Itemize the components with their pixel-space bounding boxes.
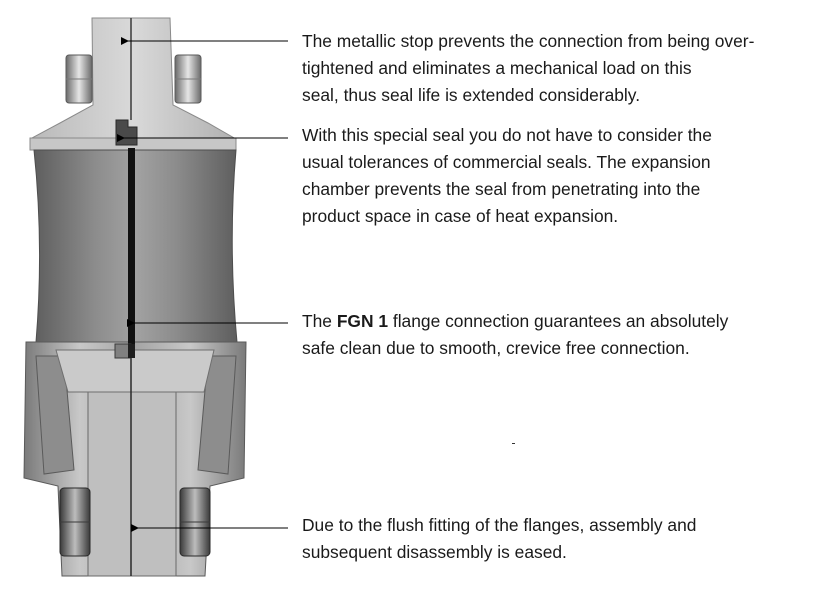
callout-text: The (302, 311, 337, 331)
flange-body (33, 149, 238, 343)
flange-seam (128, 18, 135, 576)
callout-line: usual tolerances of commercial seals. Th… (302, 152, 711, 172)
callout-special-seal: With this special seal you do not have t… (302, 122, 830, 230)
upper-left-hex-nut-icon (65, 54, 93, 104)
callout-line: seal, thus seal life is extended conside… (302, 85, 641, 105)
callout-fgn1-connection: The FGN 1 flange connection guarantees a… (302, 308, 830, 362)
callout-metallic-stop: The metallic stop prevents the connectio… (302, 28, 830, 109)
callout-line: product space in case of heat expansion. (302, 206, 619, 226)
upper-right-hex-nut-icon (174, 54, 202, 104)
callout-line: chamber prevents the seal from penetrati… (302, 179, 701, 199)
callout-line: tightened and eliminates a mechanical lo… (302, 58, 692, 78)
product-name: FGN 1 (336, 311, 389, 331)
callout-text: flange connection guarantees an absolute… (388, 311, 729, 331)
callout-line: With this special seal you do not have t… (302, 125, 712, 145)
clamp-ring (23, 341, 247, 577)
stray-mark (512, 443, 515, 444)
callout-line: Due to the flush fitting of the flanges,… (302, 515, 697, 535)
expansion-chamber (114, 343, 135, 359)
callout-line: The metallic stop prevents the connectio… (302, 31, 755, 51)
lower-left-hex-nut-icon (59, 487, 91, 557)
lower-right-hex-nut-icon (179, 487, 211, 557)
callout-flush-fitting: Due to the flush fitting of the flanges,… (302, 512, 830, 566)
callout-line: safe clean due to smooth, crevice free c… (302, 338, 690, 358)
callout-line: The FGN 1 flange connection guarantees a… (302, 308, 830, 335)
callout-line: subsequent disassembly is eased. (302, 542, 567, 562)
